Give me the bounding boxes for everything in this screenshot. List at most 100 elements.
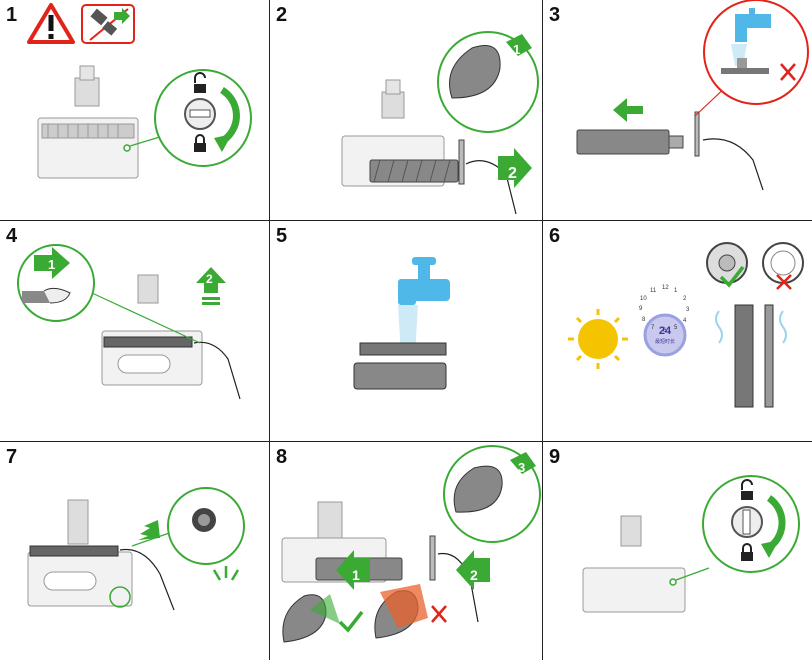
step-number: 5 [276, 225, 288, 247]
clock-icon: 24 最短时长 12 1 2 3 4 5 6 7 8 9 10 11 [639, 285, 690, 357]
unlock-icon [194, 72, 206, 93]
step-8-illustration: 1 2 3 [281, 445, 541, 643]
thin-bar-upright [764, 304, 774, 408]
svg-text:4: 4 [683, 318, 687, 324]
step-panel-5: 5 [270, 221, 542, 441]
svg-text:1: 1 [513, 42, 520, 57]
rotate-arrow-3: 3 [510, 452, 536, 475]
rotate-arrow-1: 1 [506, 34, 532, 57]
correct-position [282, 594, 340, 643]
brush-bar [369, 159, 459, 183]
unlock-icon [741, 479, 753, 500]
cross-icon [776, 274, 792, 290]
brush-bar-large [353, 362, 447, 390]
brush-bar-small [359, 342, 447, 356]
slide-zoom: 1 [17, 244, 95, 322]
svg-text:24: 24 [659, 325, 672, 337]
brush-bar [103, 336, 193, 348]
step-number: 4 [6, 225, 18, 247]
svg-text:2: 2 [683, 296, 687, 302]
svg-text:3: 3 [518, 460, 525, 475]
brush-bar [29, 545, 119, 557]
insert-arrow [138, 520, 160, 540]
step-panel-9: 9 [543, 442, 812, 660]
warning-icon [27, 3, 75, 44]
unplug-icon [81, 4, 135, 44]
svg-text:8: 8 [642, 317, 646, 323]
svg-text:10: 10 [640, 296, 647, 302]
pull-arrow-2: 2 [498, 148, 532, 188]
svg-text:12: 12 [662, 285, 669, 291]
no-water-zoom [703, 0, 809, 105]
divider-v2 [542, 0, 543, 660]
step-panel-6: 6 24 最短时长 12 1 2 3 [543, 221, 812, 441]
step-badge: 2 [508, 165, 517, 182]
step-number: 8 [276, 446, 288, 468]
end-cap-zoom: 1 [437, 31, 539, 133]
step-2-illustration: 2 1 [341, 31, 539, 215]
svg-text:1: 1 [352, 567, 360, 583]
svg-text:1: 1 [48, 257, 55, 272]
vacuum-head [101, 274, 203, 386]
step-number: 3 [549, 4, 561, 26]
step-number: 9 [549, 446, 561, 468]
cross-icon [431, 605, 447, 623]
step-9-illustration [582, 475, 800, 613]
step-1-illustration [27, 3, 252, 179]
step-panel-7: 7 [0, 442, 269, 660]
divider-h1 [0, 220, 812, 221]
check-icon [338, 610, 364, 633]
svg-text:3: 3 [686, 307, 690, 313]
svg-text:2: 2 [206, 272, 213, 286]
svg-text:9: 9 [639, 306, 643, 312]
divider-h2 [0, 441, 812, 442]
vacuum-head [37, 65, 139, 179]
step-panel-4: 4 2 [0, 221, 269, 441]
divider-v1 [269, 0, 270, 660]
incorrect-position [374, 584, 428, 639]
direction-arrow [613, 98, 643, 122]
push-arrow-2: 2 [456, 550, 490, 590]
lift-arrow-2: 2 [196, 267, 226, 305]
step-panel-3: 3 [543, 0, 812, 220]
correct-end-view [706, 242, 748, 284]
step-7-illustration [27, 487, 245, 611]
step-number: 2 [276, 4, 288, 26]
vacuum-head [27, 499, 133, 607]
step-number: 1 [6, 4, 18, 26]
incorrect-end-view [762, 242, 804, 284]
svg-text:7: 7 [651, 325, 655, 331]
unlock-dial-zoom [154, 69, 252, 167]
lock-dial-zoom [702, 475, 800, 573]
lock-icon [194, 134, 206, 152]
sun-icon [568, 309, 628, 369]
svg-text:2: 2 [470, 567, 478, 583]
step-number: 6 [549, 225, 561, 247]
brush-bar-upright [734, 304, 754, 408]
svg-text:5: 5 [674, 325, 678, 331]
click-zoom [167, 487, 245, 565]
svg-text:6: 6 [663, 328, 667, 334]
brush-bar [576, 129, 670, 155]
click-lines [212, 566, 240, 581]
push-arrow-1: 1 [336, 550, 370, 590]
lock-zoom: 3 [443, 445, 541, 543]
step-4-illustration: 2 1 [17, 244, 241, 400]
step-5-illustration [353, 257, 450, 390]
vacuum-head [582, 515, 686, 613]
svg-text:1: 1 [674, 288, 678, 294]
step-number: 7 [6, 446, 18, 468]
step-panel-2: 2 2 [270, 0, 542, 220]
lock-icon [741, 543, 753, 561]
step-panel-8: 8 1 2 3 [270, 442, 542, 660]
svg-text:最短时长: 最短时长 [655, 338, 675, 345]
cross-icon [780, 63, 796, 81]
step-3-illustration [576, 0, 809, 191]
check-icon [719, 265, 745, 288]
drying-lines [715, 310, 787, 344]
slide-arrow-1: 1 [34, 247, 70, 279]
tap-icon [398, 257, 450, 355]
step-6-illustration: 24 最短时长 12 1 2 3 4 5 6 7 8 9 10 11 [568, 242, 804, 408]
step-panel-1: 1 [0, 0, 269, 220]
